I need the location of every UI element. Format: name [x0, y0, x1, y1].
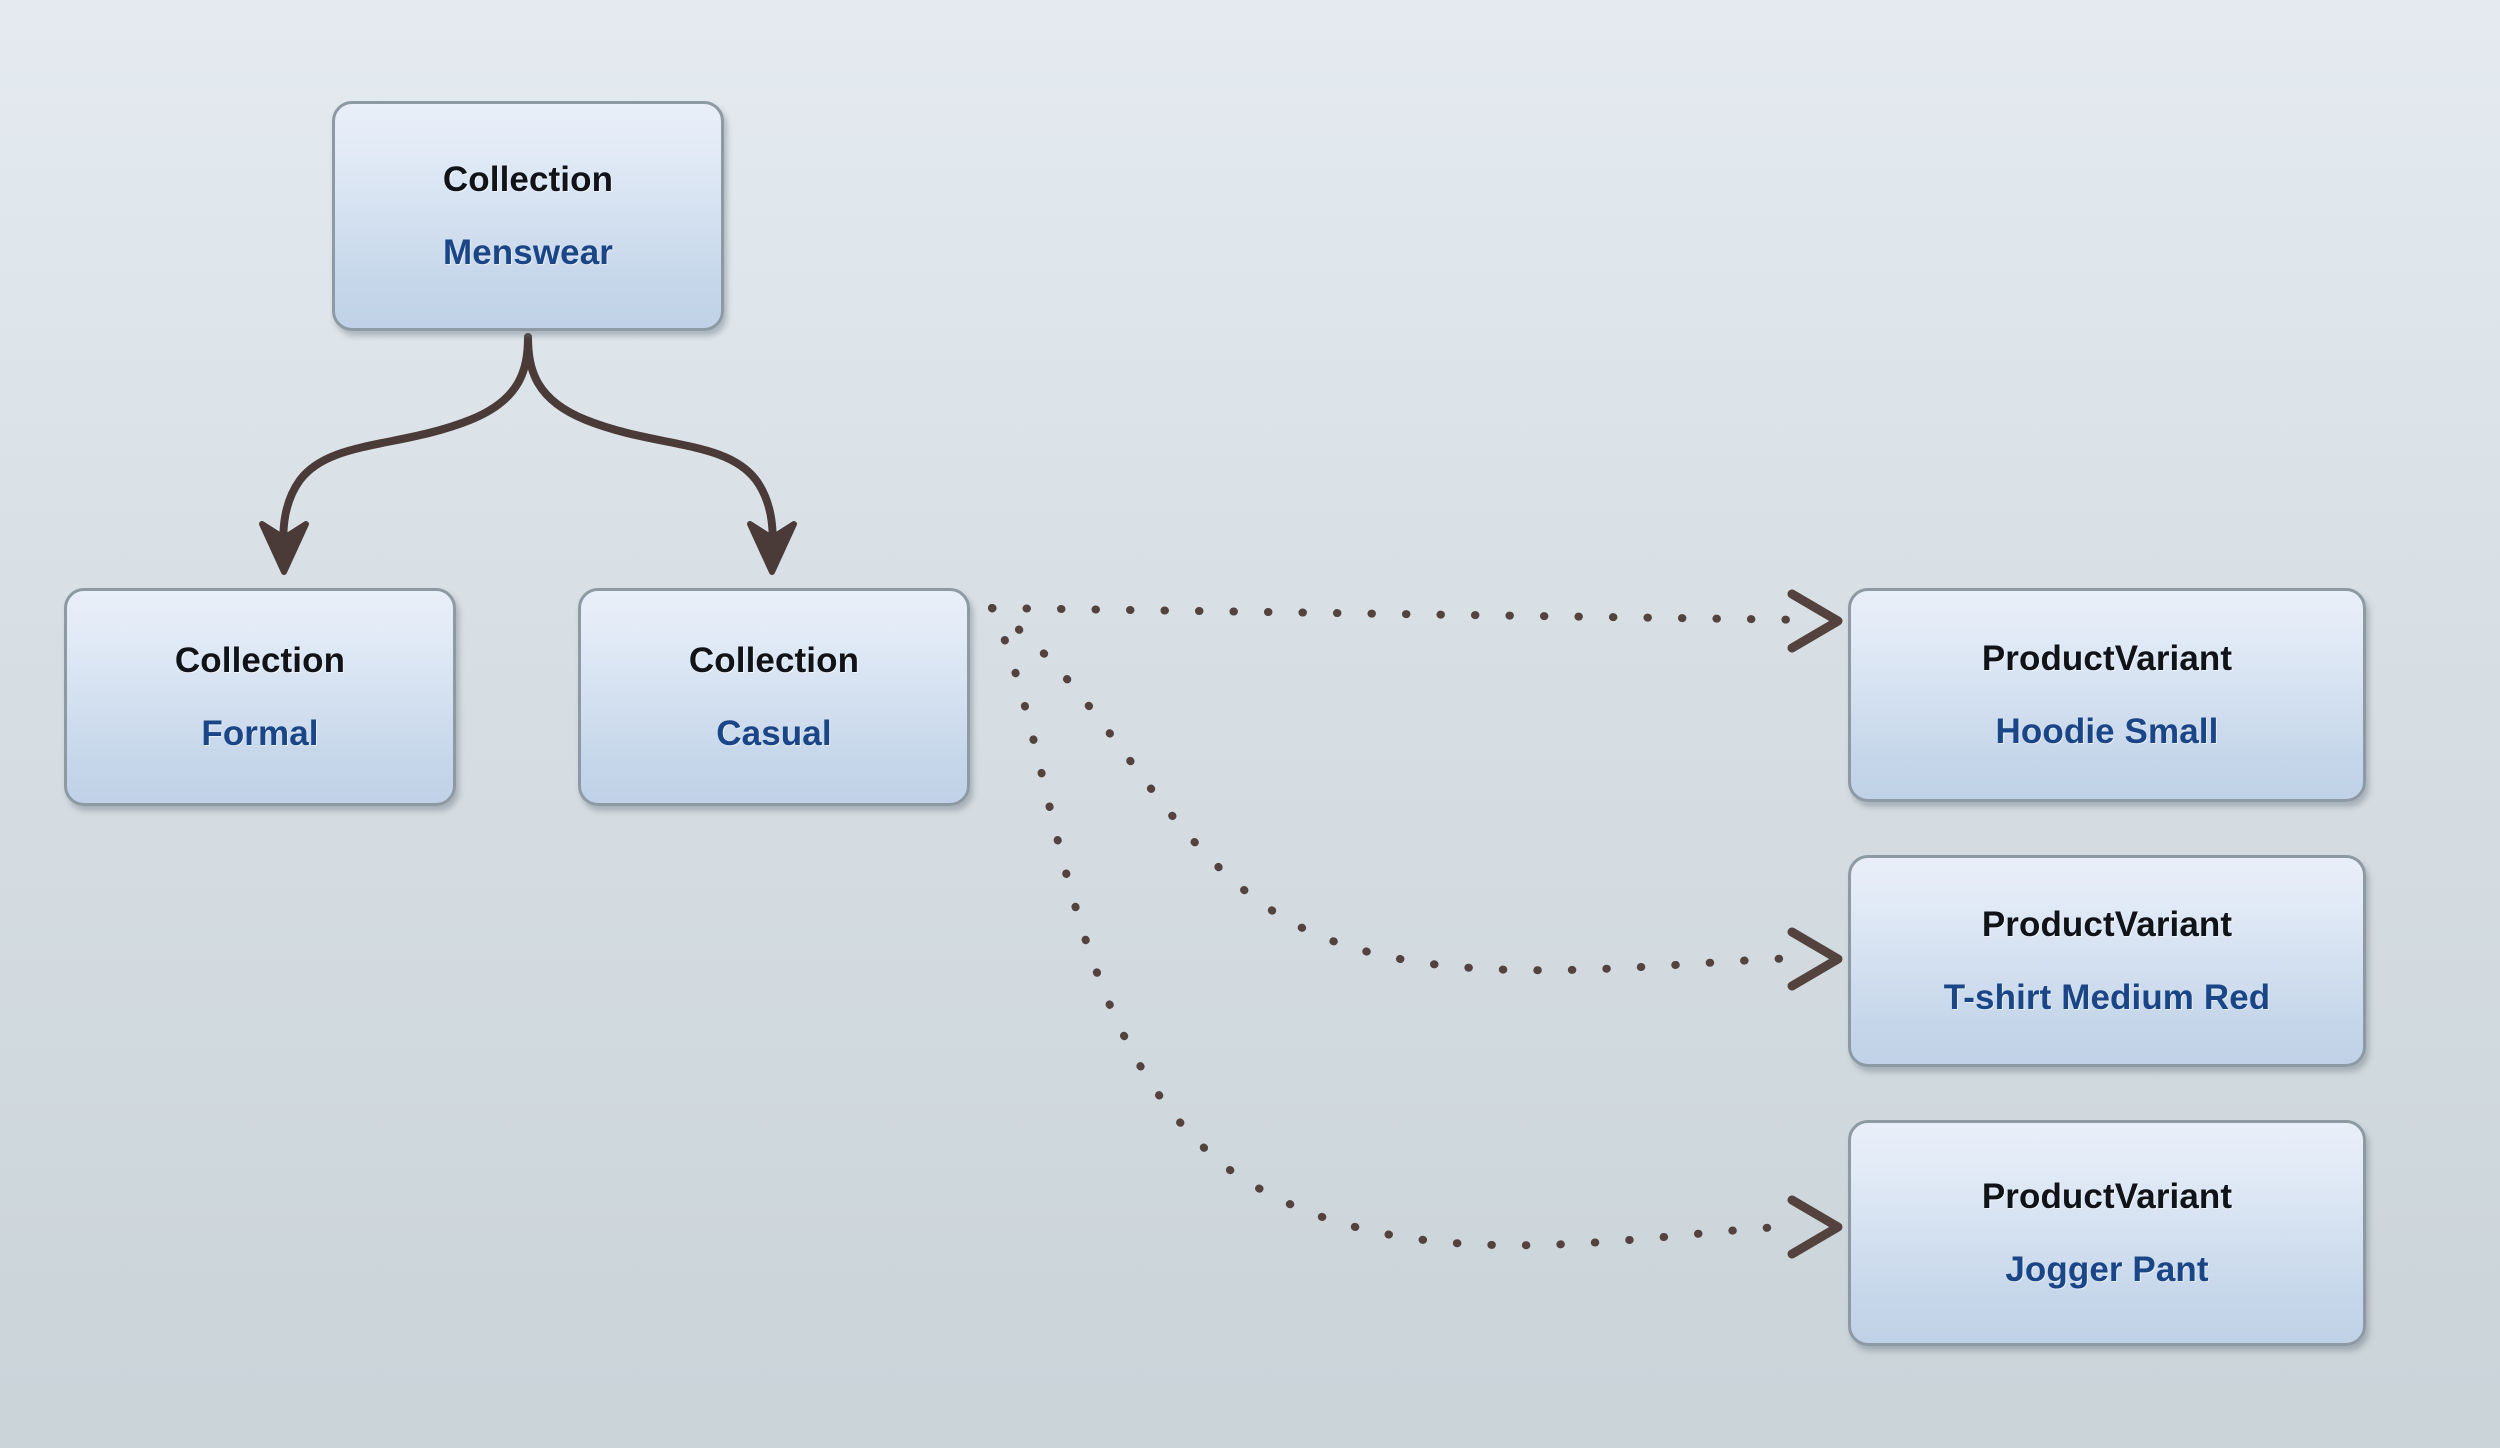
node-type-label: Collection [688, 641, 860, 680]
node-name-label: Casual [716, 714, 832, 753]
node-collection-formal[interactable]: Collection Formal [64, 588, 456, 806]
node-name-label: Hoodie Small [1995, 712, 2219, 751]
arrowhead-chevron [1787, 927, 1843, 991]
arrowhead-filled [747, 521, 797, 575]
node-type-label: ProductVariant [1981, 905, 2233, 944]
node-name-label: Menswear [442, 233, 614, 272]
node-collection-casual[interactable]: Collection Casual [578, 588, 970, 806]
node-type-label: Collection [442, 160, 614, 199]
edge-menswear-casual [524, 333, 797, 575]
edge-menswear-formal [259, 333, 532, 575]
edge-casual-hoodie [988, 589, 1843, 653]
node-name-label: T-shirt Medium Red [1943, 978, 2271, 1017]
node-collection-menswear[interactable]: Collection Menswear [332, 101, 724, 331]
arrowhead-filled [259, 521, 309, 575]
node-productvariant-tshirt-medium-red[interactable]: ProductVariant T-shirt Medium Red [1848, 855, 2366, 1067]
arrowhead-chevron [1787, 589, 1843, 653]
node-type-label: ProductVariant [1981, 639, 2233, 678]
node-productvariant-hoodie-small[interactable]: ProductVariant Hoodie Small [1848, 588, 2366, 802]
node-name-label: Formal [201, 714, 319, 753]
node-type-label: ProductVariant [1981, 1177, 2233, 1216]
arrowhead-chevron [1787, 1195, 1843, 1259]
edge-casual-tshirt [988, 604, 1843, 991]
node-type-label: Collection [174, 641, 346, 680]
edge-casual-jogger [988, 604, 1843, 1259]
node-name-label: Jogger Pant [2005, 1250, 2209, 1289]
node-productvariant-jogger-pant[interactable]: ProductVariant Jogger Pant [1848, 1120, 2366, 1346]
